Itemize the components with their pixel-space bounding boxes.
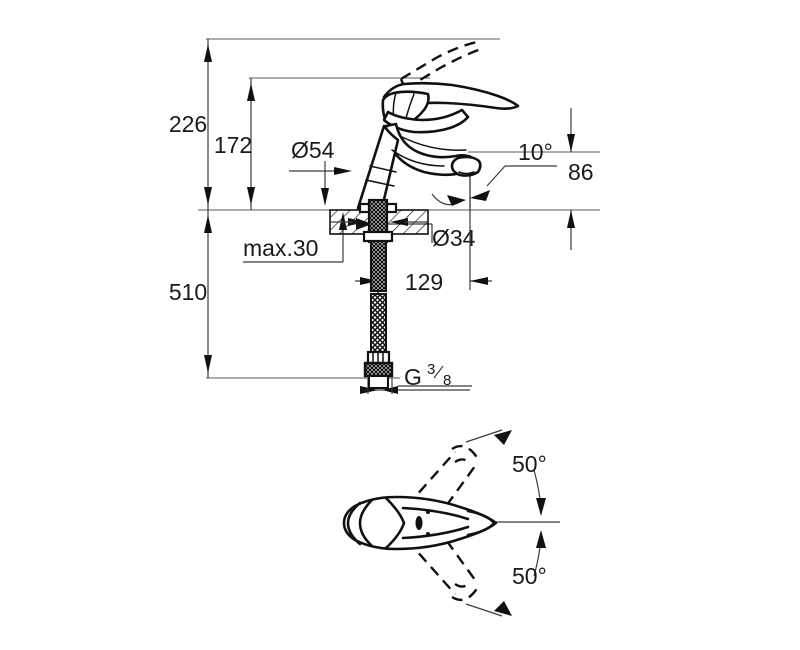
dim-leader-50-upper bbox=[465, 429, 503, 443]
plan-nose-cap bbox=[466, 509, 496, 537]
shank-and-hose bbox=[358, 198, 398, 389]
dimension-86: 86 bbox=[567, 108, 594, 250]
dim-label-129: 129 bbox=[405, 269, 443, 295]
plan-back-cap-2 bbox=[358, 498, 374, 548]
arrow-129-right bbox=[470, 277, 488, 285]
dash-lower-edge-2 bbox=[435, 525, 479, 585]
aerator-line bbox=[458, 171, 475, 175]
arrow-510-bottom bbox=[204, 355, 212, 373]
dimension-thread-g38: G 3 8 bbox=[360, 361, 472, 394]
lever-dashed-upper bbox=[400, 39, 483, 81]
dim-label-510: 510 bbox=[169, 279, 207, 305]
arrow-deck-right bbox=[390, 218, 408, 226]
column-detail-line-2 bbox=[365, 179, 395, 187]
plan-indicator-dot-top bbox=[426, 510, 430, 514]
dim-label-thread-num: 3 bbox=[427, 361, 435, 378]
arrow-10deg-right bbox=[470, 190, 490, 201]
lever-hub-crease-2 bbox=[405, 93, 415, 119]
dimension-swivel-lower: 50° bbox=[465, 530, 547, 617]
arrow-510-top bbox=[204, 215, 212, 233]
fixing-nut bbox=[362, 230, 394, 243]
dash-lower-cap bbox=[451, 586, 480, 602]
dim-label-d34: Ø34 bbox=[432, 225, 476, 251]
plan-swivel-view: 50° 50° bbox=[342, 429, 560, 617]
arrow-172-top bbox=[247, 83, 255, 101]
arrow-g38-right bbox=[382, 386, 398, 394]
dim-label-10deg: 10° bbox=[518, 139, 553, 165]
dimension-angle-10: 10° bbox=[431, 139, 557, 210]
dimension-510: 510 bbox=[169, 210, 212, 378]
spout-underside bbox=[391, 149, 445, 167]
thread-connector-nut bbox=[363, 361, 394, 378]
cartridge-collar bbox=[382, 108, 470, 134]
dimension-226: 226 bbox=[169, 39, 212, 210]
dim-label-50-upper: 50° bbox=[512, 451, 547, 477]
spout-inner-curve bbox=[399, 135, 467, 151]
faucet-body-elevation bbox=[356, 81, 520, 210]
arrow-129-left bbox=[360, 277, 378, 285]
hose-upper bbox=[370, 240, 387, 292]
lever-raised-dashed bbox=[399, 39, 483, 91]
plan-body-outline bbox=[342, 495, 498, 551]
plan-indicator-dot-bottom bbox=[426, 532, 430, 536]
arrow-g38-left bbox=[360, 386, 378, 394]
arrow-50-upper bbox=[494, 430, 512, 445]
arrow-50-lower bbox=[494, 601, 512, 616]
dash-upper-edge-1 bbox=[406, 451, 456, 507]
arrow-d54-down bbox=[321, 188, 329, 206]
plan-waist-left bbox=[384, 496, 406, 550]
dimension-d54: Ø54 bbox=[289, 137, 352, 206]
plan-indicator-slot bbox=[415, 516, 423, 530]
plan-lever-top bbox=[401, 506, 470, 521]
dim-label-d54: Ø54 bbox=[291, 137, 335, 163]
plan-back-cap-1 bbox=[346, 501, 362, 546]
swivel-position-lower-dashed bbox=[406, 525, 480, 602]
arrow-86-bottom bbox=[567, 210, 575, 228]
arrow-50-lower-arc bbox=[536, 530, 546, 548]
dim-label-226: 226 bbox=[169, 111, 207, 137]
thread-stub bbox=[368, 375, 389, 389]
dash-lower-edge-1 bbox=[406, 539, 456, 595]
column-detail-line bbox=[369, 165, 397, 173]
dash-upper-cap bbox=[451, 444, 480, 460]
dim-label-86: 86 bbox=[568, 159, 594, 185]
arrow-deck-left bbox=[348, 218, 366, 226]
dim-leader-10deg-diag bbox=[486, 165, 506, 187]
arrow-226-top bbox=[204, 44, 212, 62]
faucet-column bbox=[356, 124, 400, 210]
dash-lower-inner bbox=[454, 581, 471, 588]
dash-upper-inner bbox=[454, 458, 471, 465]
dim-label-thread-g: G bbox=[404, 364, 422, 390]
dash-upper-edge-2 bbox=[435, 461, 479, 521]
dimension-swivel-upper: 50° bbox=[465, 429, 547, 516]
arrow-50-upper-arc bbox=[536, 498, 546, 516]
arrow-172-bottom bbox=[247, 187, 255, 205]
arrow-d54-right bbox=[334, 167, 352, 175]
spout-outlet bbox=[450, 155, 482, 177]
dimension-172: 172 bbox=[214, 78, 255, 210]
arrow-86-top bbox=[567, 134, 575, 152]
dim-leader-50-lower bbox=[465, 603, 503, 617]
arrow-10deg-left bbox=[447, 195, 466, 206]
fraction-slash bbox=[433, 365, 444, 379]
side-elevation-view: 226 172 Ø54 Ø34 bbox=[169, 38, 600, 394]
dim-label-max30: max.30 bbox=[243, 235, 318, 261]
dim-label-thread-den: 8 bbox=[443, 372, 451, 389]
plan-lever-bottom bbox=[401, 525, 470, 540]
swivel-position-upper-dashed bbox=[406, 444, 480, 521]
dim-label-172: 172 bbox=[214, 132, 252, 158]
dim-label-50-lower: 50° bbox=[512, 563, 547, 589]
lever-dashed-lower bbox=[404, 47, 482, 91]
deck-section bbox=[329, 209, 429, 235]
arrow-226-bottom bbox=[204, 187, 212, 205]
